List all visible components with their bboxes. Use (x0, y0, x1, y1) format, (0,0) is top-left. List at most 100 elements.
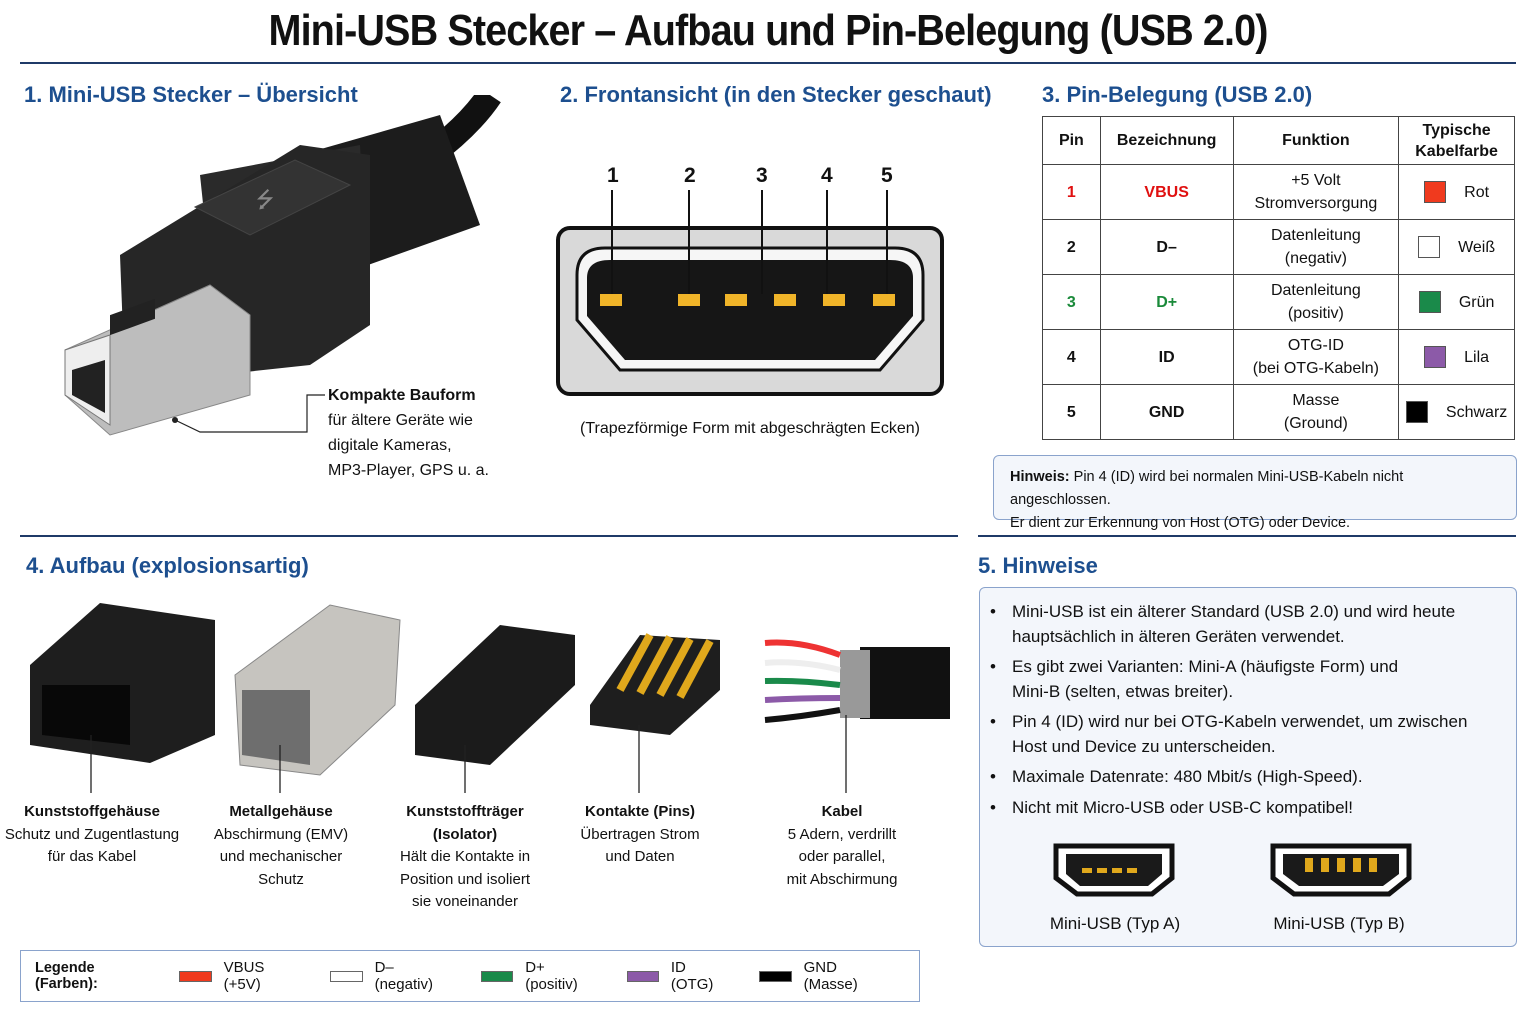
divider (978, 535, 1516, 537)
pin-number: 4 (821, 164, 833, 187)
function-cell: Datenleitung(negativ) (1232, 219, 1400, 275)
color-swatch (1424, 346, 1447, 369)
callout-text: Kompakte Bauform für ältere Geräte wie d… (328, 383, 489, 483)
bullet-line: Mini-B (selten, etwas breiter). (1012, 681, 1234, 701)
note-bullet: Es gibt zwei Varianten: Mini-A (häufigst… (980, 655, 1516, 704)
function-line: Datenleitung (1270, 282, 1361, 299)
color-name: Rot (1464, 183, 1490, 201)
legend-text: GND (Masse) (803, 959, 858, 993)
note-bullet: Pin 4 (ID) wird nur bei OTG-Kabeln verwe… (980, 710, 1516, 759)
page-title: Mini-USB Stecker – Aufbau und Pin-Belegu… (268, 6, 1268, 55)
function-cell: OTG-ID(bei OTG-Kabeln) (1232, 329, 1400, 385)
title-rule (20, 62, 1516, 64)
part-title: Kunststoffträger (406, 803, 524, 820)
color-legend: Legende (Farben): VBUS (+5V)D– (negativ)… (20, 950, 920, 1002)
exploded-view-illustration (30, 603, 950, 793)
pin-number: 5 (881, 164, 893, 187)
insulator-image (415, 625, 575, 765)
type-b-label: Mini-USB (Typ B) (1273, 914, 1405, 933)
name-cell: VBUS (1099, 164, 1234, 220)
color-cell: Weiß (1398, 219, 1515, 275)
color-cell: Rot (1398, 164, 1515, 220)
name-cell: D+ (1099, 274, 1234, 330)
plastic-housing-image (30, 603, 215, 763)
notes-box: Mini-USB ist ein älterer Standard (USB 2… (979, 587, 1517, 947)
section4-heading: 4. Aufbau (explosionsartig) (26, 553, 309, 578)
function-cell: Datenleitung(positiv) (1232, 274, 1400, 330)
svg-text:⭍: ⭍ (256, 187, 274, 212)
pin-cell: 5 (1042, 384, 1101, 440)
header-kabelfarbe: Typische Kabelfarbe (1398, 116, 1515, 165)
legend-swatch (759, 970, 792, 982)
bullet-line: Nicht mit Micro-USB oder USB-C kompatibe… (1012, 797, 1354, 817)
mini-usb-type-b-icon (1270, 843, 1412, 897)
note-bullet: Nicht mit Micro-USB oder USB-C kompatibe… (980, 796, 1516, 821)
header-bezeichnung: Bezeichnung (1099, 116, 1234, 165)
function-line: Datenleitung (1270, 227, 1361, 244)
divider (20, 535, 958, 537)
legend-label: Legende (Farben): (35, 960, 98, 992)
part-title: Kunststoffgehäuse (24, 803, 160, 820)
pin-number: 3 (756, 164, 768, 187)
type-a-label: Mini-USB (Typ A) (1049, 914, 1181, 933)
contacts-image (590, 633, 720, 735)
pin-numbers: 1 2 3 4 5 (603, 164, 953, 188)
note-line-1: Pin 4 (ID) wird bei normalen Mini-USB-Ka… (1010, 469, 1404, 508)
bullet-line: Es gibt zwei Varianten: Mini-A (häufigst… (1012, 657, 1399, 676)
header-pin: Pin (1042, 116, 1101, 165)
part-description: Hält die Kontakte in (399, 848, 531, 865)
color-swatch (1424, 181, 1447, 204)
function-line: Stromversorgung (1254, 195, 1378, 212)
color-swatch (1405, 401, 1428, 424)
callout-line-3: MP3-Player, GPS u. a. (328, 462, 489, 479)
pin-table: Pin Bezeichnung Funktion Typische Kabelf… (1042, 116, 1515, 440)
note-box: Hinweis: Pin 4 (ID) wird bei normalen Mi… (993, 455, 1517, 531)
callout-line-1: für ältere Geräte wie (328, 412, 473, 429)
part-description: mit Abschirmung (786, 870, 898, 888)
legend-item: ID (OTG) (626, 959, 726, 993)
function-line: (Ground) (1283, 415, 1348, 432)
legend-text: ID (OTG) (670, 959, 714, 993)
legend-swatch (330, 970, 363, 982)
part-description: und mechanischer (219, 848, 343, 865)
legend-text: D+ (positiv) (525, 959, 578, 993)
callout-line (172, 394, 325, 433)
note-bullet: Mini-USB ist ein älterer Standard (USB 2… (980, 600, 1516, 649)
function-cell: Masse(Ground) (1232, 384, 1400, 440)
section1-heading: 1. Mini-USB Stecker – Übersicht (24, 82, 358, 107)
color-swatch (1418, 291, 1441, 314)
part-description: oder parallel, (798, 848, 886, 865)
part-title: (Isolator) (432, 825, 498, 843)
pin-number: 2 (684, 164, 696, 187)
pin-cell: 2 (1042, 219, 1101, 275)
name-cell: ID (1099, 329, 1234, 385)
color-name: Grün (1458, 293, 1495, 311)
function-line: OTG-ID (1287, 337, 1344, 354)
bullet-line: Pin 4 (ID) wird nur bei OTG-Kabeln verwe… (1012, 712, 1468, 731)
legend-item: GND (Masse) (759, 959, 885, 993)
callout-title: Kompakte Bauform (328, 387, 476, 404)
section2-heading: 2. Frontansicht (in den Stecker geschaut… (560, 82, 992, 107)
section3-heading: 3. Pin-Belegung (USB 2.0) (1042, 82, 1313, 107)
legend-item: VBUS (+5V) (179, 959, 296, 993)
callout-line-2: digitale Kameras, (328, 437, 452, 454)
part-description: und Daten (605, 848, 675, 865)
color-swatch (1418, 236, 1441, 259)
pin-number: 1 (607, 164, 619, 187)
cable-image (764, 639, 950, 723)
note-line-2: Er dient zur Erkennung von Host (OTG) od… (1010, 515, 1351, 531)
bullet-line: hauptsächlich in älteren Geräten verwend… (1012, 626, 1345, 646)
part-title: Kontakte (Pins) (584, 803, 695, 820)
bullet-line: Host und Device zu unterscheiden. (1012, 736, 1276, 756)
color-cell: Grün (1398, 274, 1515, 330)
function-line: +5 Volt (1291, 172, 1341, 189)
part-description: sie voneinander (412, 893, 518, 910)
part-description: 5 Adern, verdrillt (787, 825, 897, 843)
